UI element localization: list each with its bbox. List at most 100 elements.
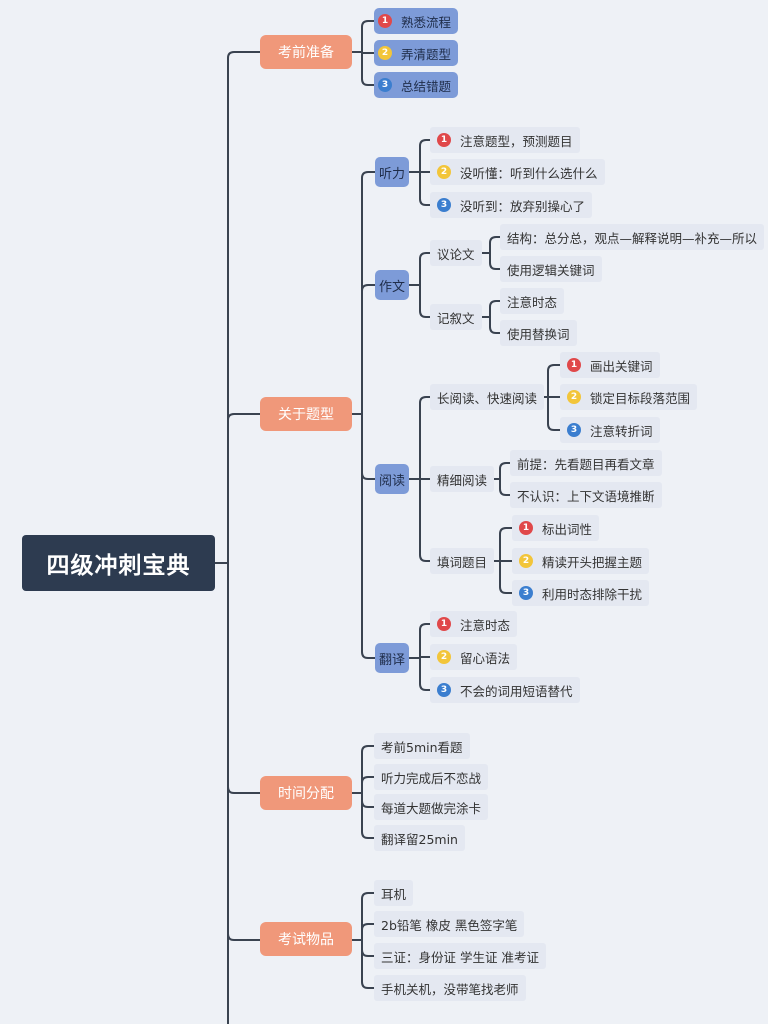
connector-line — [419, 252, 430, 285]
leaf-label: 没听懂：听到什么选什么 — [460, 165, 598, 181]
list-item[interactable]: 3 注意转折词 — [560, 417, 660, 443]
connector-line — [419, 623, 430, 658]
number-1-icon: 1 — [437, 617, 451, 631]
sub-reading[interactable]: 阅读 — [375, 464, 409, 494]
connector-line — [419, 139, 430, 172]
list-item[interactable]: 前提：先看题目再看文章 — [510, 450, 662, 476]
connector-line — [361, 793, 374, 808]
node-careful-reading[interactable]: 精细阅读 — [430, 466, 495, 492]
number-1-icon: 1 — [567, 358, 581, 372]
connector-line — [489, 317, 500, 334]
connector-line — [361, 940, 374, 957]
list-item[interactable]: 使用替换词 — [500, 320, 577, 346]
connector-line — [361, 20, 374, 52]
connector-line — [499, 479, 510, 496]
connector-line — [227, 51, 260, 563]
connector-line — [489, 236, 500, 253]
list-item[interactable]: 1 画出关键词 — [560, 352, 660, 378]
connector-line — [499, 527, 512, 561]
number-2-icon: 2 — [437, 650, 451, 664]
connector-line — [499, 561, 512, 594]
branch-prep[interactable]: 考前准备 — [260, 35, 352, 69]
branch-time[interactable]: 时间分配 — [260, 776, 352, 810]
number-3-icon: 3 — [519, 586, 533, 600]
list-item[interactable]: 考前5min看题 — [374, 733, 470, 759]
connector-line — [489, 300, 500, 317]
connector-line — [361, 52, 374, 86]
connector-line — [361, 776, 374, 793]
root-node[interactable]: 四级冲刺宝典 — [22, 535, 215, 591]
leaf-label: 弄清题型 — [401, 46, 452, 62]
number-1-icon: 1 — [519, 521, 533, 535]
list-item[interactable]: 2 精读开头把握主题 — [512, 548, 650, 574]
list-item[interactable]: 手机关机，没带笔找老师 — [374, 975, 526, 1001]
connector-line — [361, 940, 374, 989]
node-narrative[interactable]: 记叙文 — [430, 304, 482, 330]
connector-line — [361, 745, 374, 793]
list-item[interactable]: 耳机 — [374, 880, 414, 906]
number-2-icon: 2 — [437, 165, 451, 179]
leaf-label: 熟悉流程 — [401, 14, 452, 30]
connector-line — [547, 364, 560, 397]
number-2-icon: 2 — [519, 554, 533, 568]
number-2-icon: 2 — [378, 46, 392, 60]
leaf-label: 精读开头把握主题 — [542, 554, 643, 570]
leaf-label: 没听到：放弃别操心了 — [460, 198, 586, 214]
node-long-reading[interactable]: 长阅读、快速阅读 — [430, 384, 545, 410]
list-item[interactable]: 1 注意时态 — [430, 611, 518, 637]
sub-writing[interactable]: 作文 — [375, 270, 409, 300]
sub-translation[interactable]: 翻译 — [375, 643, 409, 673]
number-3-icon: 3 — [437, 683, 451, 697]
number-3-icon: 3 — [378, 78, 392, 92]
leaf-label: 注意时态 — [460, 617, 511, 633]
list-item[interactable]: 三证：身份证 学生证 准考证 — [374, 943, 546, 969]
branch-supplies[interactable]: 考试物品 — [260, 922, 352, 956]
connector-line — [361, 793, 374, 839]
connector-line — [361, 414, 375, 480]
list-item[interactable]: 2b铅笔 橡皮 黑色签字笔 — [374, 911, 525, 937]
connector-line — [361, 923, 374, 940]
list-item[interactable]: 不认识：上下文语境推断 — [510, 482, 662, 508]
list-item[interactable]: 2 没听懂：听到什么选什么 — [430, 159, 605, 185]
connector-line — [361, 284, 375, 414]
leaf-label: 留心语法 — [460, 650, 511, 666]
connector-line — [419, 285, 430, 318]
leaf-label: 注意题型，预测题目 — [460, 133, 573, 149]
connector-line — [499, 462, 510, 479]
leaf-label: 注意转折词 — [590, 423, 653, 439]
list-item[interactable]: 2 弄清题型 — [374, 40, 459, 66]
number-2-icon: 2 — [567, 390, 581, 404]
node-cloze[interactable]: 填词题目 — [430, 548, 495, 574]
sub-listening[interactable]: 听力 — [375, 157, 409, 187]
connector-line — [361, 892, 374, 940]
list-item[interactable]: 注意时态 — [500, 288, 565, 314]
node-argumentative[interactable]: 议论文 — [430, 240, 482, 266]
leaf-label: 不会的词用短语替代 — [460, 683, 573, 699]
list-item[interactable]: 使用逻辑关键词 — [500, 256, 602, 282]
list-item[interactable]: 2 留心语法 — [430, 644, 518, 670]
connector-line — [361, 414, 375, 659]
list-item[interactable]: 3 不会的词用短语替代 — [430, 677, 580, 703]
connector-line — [419, 479, 430, 562]
connector-line — [419, 172, 430, 206]
connector-line — [227, 413, 260, 563]
branch-question-types[interactable]: 关于题型 — [260, 397, 352, 431]
connector-line — [227, 563, 260, 941]
list-item[interactable]: 结构：总分总，观点—解释说明—补充—所以 — [500, 224, 765, 250]
list-item[interactable]: 每道大题做完涂卡 — [374, 794, 489, 820]
list-item[interactable]: 3 没听到：放弃别操心了 — [430, 192, 593, 218]
connector-line — [361, 171, 375, 414]
connector-line — [227, 563, 260, 794]
number-3-icon: 3 — [437, 198, 451, 212]
list-item[interactable]: 听力完成后不恋战 — [374, 764, 489, 790]
number-3-icon: 3 — [567, 423, 581, 437]
leaf-label: 画出关键词 — [590, 358, 653, 374]
list-item[interactable]: 翻译留25min — [374, 825, 465, 851]
